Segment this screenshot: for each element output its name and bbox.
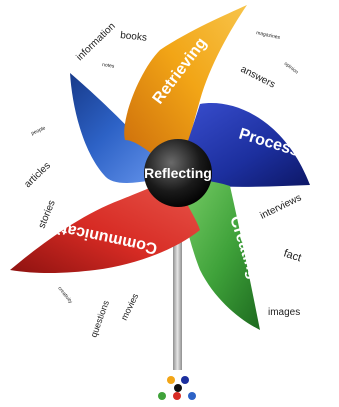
blade-retrieving bbox=[124, 5, 247, 176]
word-books: books bbox=[120, 30, 148, 44]
word-articles: articles bbox=[22, 160, 52, 190]
color-dot bbox=[174, 384, 182, 392]
word-movies: movies bbox=[119, 291, 141, 321]
blade-creating bbox=[176, 176, 260, 330]
blade-communicating bbox=[10, 176, 200, 274]
color-dots bbox=[158, 376, 196, 400]
color-dot bbox=[173, 392, 181, 400]
word-magazines: magazines bbox=[256, 30, 281, 41]
hub bbox=[144, 139, 212, 207]
hub-label: Reflecting bbox=[144, 165, 212, 181]
color-dot bbox=[158, 392, 166, 400]
color-dot bbox=[167, 376, 175, 384]
word-creativity: creativity bbox=[56, 286, 73, 306]
word-people: people bbox=[30, 125, 46, 137]
word-opinion: opinion bbox=[283, 61, 300, 76]
word-information: information bbox=[74, 21, 117, 63]
word-fact: fact bbox=[282, 247, 303, 264]
word-questions: questions bbox=[88, 299, 111, 339]
pinwheel-pole bbox=[173, 200, 182, 370]
word-answers: answers bbox=[239, 64, 277, 91]
word-interviews: interviews bbox=[258, 192, 303, 221]
word-images: images bbox=[268, 307, 300, 318]
color-dot bbox=[181, 376, 189, 384]
color-dot bbox=[188, 392, 196, 400]
word-notes: notes bbox=[102, 62, 115, 70]
